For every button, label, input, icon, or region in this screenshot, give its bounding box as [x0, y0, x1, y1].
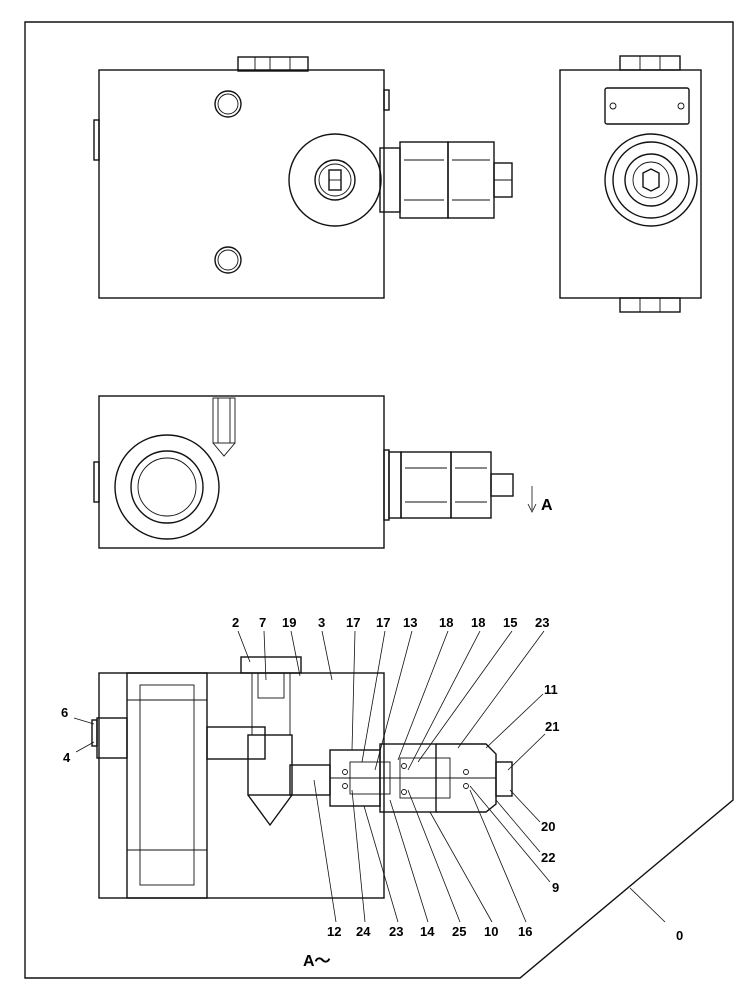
part-label-17b: 17 — [376, 615, 390, 630]
part-label-20: 20 — [541, 819, 555, 834]
part-label-13: 13 — [403, 615, 417, 630]
part-label-11: 11 — [544, 682, 558, 697]
part-label-18a: 18 — [439, 615, 453, 630]
part-label-3: 3 — [318, 615, 325, 630]
top-view — [93, 56, 513, 299]
part-label-17a: 17 — [346, 615, 360, 630]
part-label-7: 7 — [259, 615, 266, 630]
drawing-border — [24, 21, 734, 979]
part-label-22: 22 — [541, 850, 555, 865]
part-labels: 2 7 19 3 17 17 13 18 18 15 23 11 21 20 2… — [61, 615, 683, 970]
part-label-15: 15 — [503, 615, 517, 630]
leader-lines — [73, 630, 666, 923]
front-view: A — [93, 395, 553, 549]
part-label-2: 2 — [232, 615, 239, 630]
assembly-label-0: 0 — [676, 928, 683, 943]
part-label-9: 9 — [552, 880, 559, 895]
part-label-23-bottom: 23 — [389, 924, 403, 939]
part-label-21: 21 — [545, 719, 559, 734]
part-label-4: 4 — [63, 750, 71, 765]
side-view — [559, 55, 702, 313]
part-label-18b: 18 — [471, 615, 485, 630]
part-label-6: 6 — [61, 705, 68, 720]
part-label-16: 16 — [518, 924, 532, 939]
part-label-14: 14 — [420, 924, 435, 939]
part-label-19: 19 — [282, 615, 296, 630]
part-label-12: 12 — [327, 924, 341, 939]
part-label-25: 25 — [452, 924, 466, 939]
section-title: A～ — [303, 953, 331, 970]
section-view — [91, 656, 513, 899]
part-label-10: 10 — [484, 924, 498, 939]
part-label-23-top: 23 — [535, 615, 549, 630]
part-label-24: 24 — [356, 924, 371, 939]
section-marker: A — [541, 497, 553, 514]
